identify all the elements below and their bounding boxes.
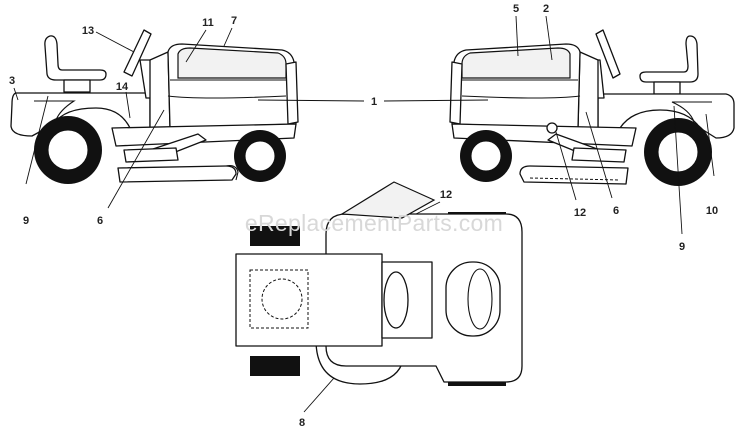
engine-vent-top xyxy=(467,268,493,330)
grille-left xyxy=(285,61,299,125)
tractor-left-side-view xyxy=(10,29,299,184)
callout-11: 11 xyxy=(202,17,214,29)
watermark-text: eReplacementParts.com xyxy=(245,210,503,236)
leader-9-left xyxy=(25,95,49,185)
front-hub-left xyxy=(244,140,276,172)
rear-body-top xyxy=(235,253,383,347)
deck-hanger-left xyxy=(123,147,179,163)
leader-12-top xyxy=(415,201,441,215)
hood-flap-decal-top xyxy=(340,181,436,219)
callout-12-top: 12 xyxy=(440,189,452,201)
steering-wheel-left xyxy=(123,29,152,77)
seat-post-left xyxy=(63,79,91,93)
leader-8 xyxy=(303,377,335,413)
seat-outline-top xyxy=(249,269,309,329)
lever-knob-right xyxy=(546,122,558,134)
deck-edge-right xyxy=(529,177,621,181)
seat-circle-top xyxy=(261,278,303,320)
engine-cover-top xyxy=(445,261,501,337)
leader-7 xyxy=(223,27,233,47)
leader-6-left xyxy=(107,109,165,209)
dash-panel-right xyxy=(577,51,599,129)
leader-13 xyxy=(95,31,135,53)
callout-10: 10 xyxy=(706,205,718,217)
rear-decal-line-right xyxy=(671,101,712,123)
leader-12-right xyxy=(555,131,577,201)
rear-hub-left xyxy=(47,129,89,171)
seat-left xyxy=(44,35,107,81)
front-tire-top-lower xyxy=(448,380,506,386)
leader-lines xyxy=(13,15,715,413)
leader-6-right xyxy=(585,111,613,199)
leader-9-right xyxy=(673,105,683,235)
leader-11 xyxy=(185,29,207,63)
callout-2: 2 xyxy=(543,3,549,15)
hood-side-right xyxy=(461,95,581,99)
mower-deck-right xyxy=(519,165,629,185)
deck-discharge-left xyxy=(225,165,239,181)
callout-3: 3 xyxy=(9,75,15,87)
hood-side-left xyxy=(167,95,287,99)
leader-2 xyxy=(545,15,553,61)
callout-8: 8 xyxy=(299,417,305,429)
callout-1: 1 xyxy=(371,96,377,108)
leader-1-right xyxy=(383,99,489,102)
callout-5: 5 xyxy=(513,3,519,15)
callout-9-left: 9 xyxy=(23,215,29,227)
seat-right xyxy=(639,35,699,83)
leader-3 xyxy=(13,87,19,101)
grille-right xyxy=(449,61,463,125)
tractor-top-view xyxy=(235,181,523,386)
seat-post-right xyxy=(653,81,681,95)
leader-5 xyxy=(515,15,519,57)
rear-tire-top-lower xyxy=(250,356,300,376)
tractor-right-side-view xyxy=(449,29,735,186)
callout-7: 7 xyxy=(231,15,237,27)
mower-deck-left xyxy=(117,165,237,183)
callout-9-right: 9 xyxy=(679,241,685,253)
callout-6-left: 6 xyxy=(97,215,103,227)
leader-10 xyxy=(705,113,715,177)
hood-decal-left xyxy=(177,47,287,79)
chassis-left xyxy=(111,123,297,147)
rear-tire-top-upper xyxy=(250,226,300,246)
steering-wheel-right xyxy=(595,29,621,79)
steering-hub-top xyxy=(383,271,409,329)
callout-12-right: 12 xyxy=(574,207,586,219)
callout-6-right: 6 xyxy=(613,205,619,217)
callout-13: 13 xyxy=(82,25,94,37)
leader-1-left xyxy=(257,99,365,102)
front-hub-right xyxy=(470,140,502,172)
callout-14: 14 xyxy=(116,81,129,93)
leader-14 xyxy=(125,91,131,119)
callout-labels: 1 2 3 5 6 6 7 8 9 9 10 11 12 12 13 14 xyxy=(9,3,718,429)
hood-decal-right xyxy=(461,47,571,79)
chassis-right xyxy=(451,123,637,147)
